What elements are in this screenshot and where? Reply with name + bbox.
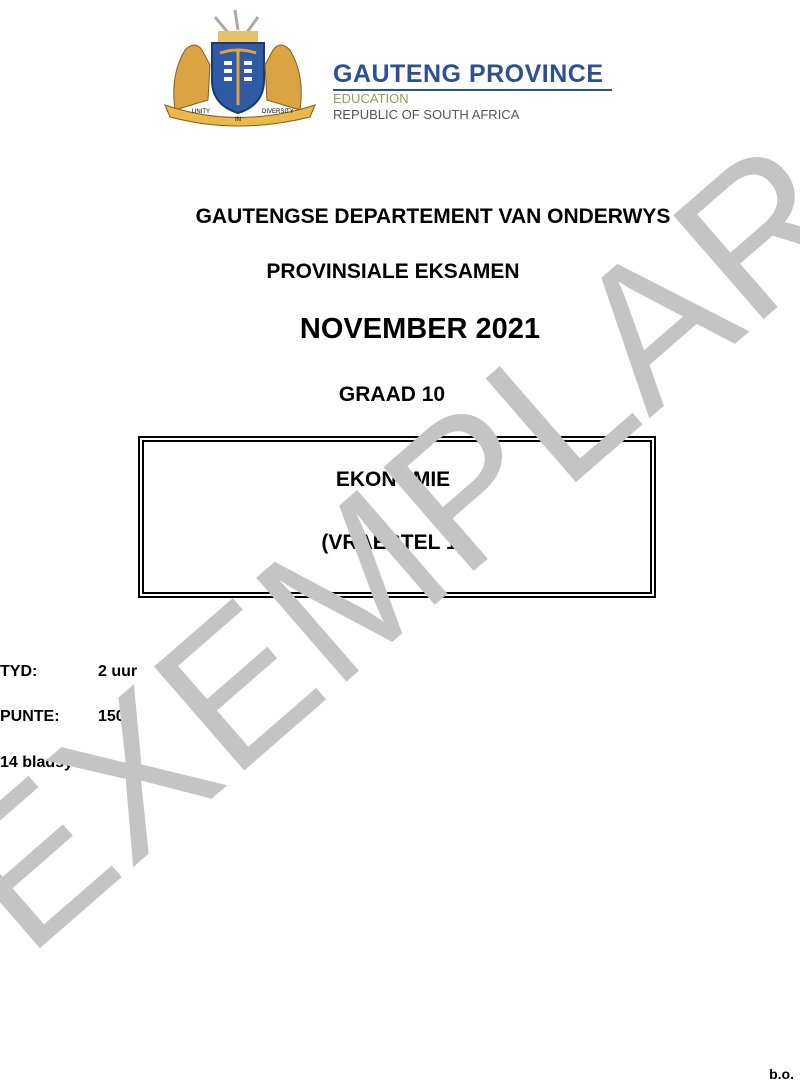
motto-in: IN — [235, 117, 241, 123]
subject-box — [138, 436, 656, 598]
page-count: 14 bladsye — [0, 754, 82, 771]
time-label: TYD: — [0, 663, 38, 680]
time-value: 2 uur — [98, 663, 138, 680]
logo-country: REPUBLIC OF SOUTH AFRICA — [333, 107, 520, 122]
gauteng-logo: UNITY IN DIVERSITY GAUTENG PROVINCE EDUC… — [150, 5, 630, 130]
paper-number: (VRAESTEL 1) — [321, 531, 465, 554]
department-title: GAUTENGSE DEPARTEMENT VAN ONDERWYS — [195, 205, 671, 228]
exam-date: NOVEMBER 2021 — [299, 313, 541, 345]
logo-title: GAUTENG PROVINCE — [333, 60, 604, 88]
marks-value: 150 — [98, 708, 125, 725]
coat-of-arms-icon: UNITY IN DIVERSITY — [164, 9, 316, 127]
exemplar-watermark: EXEMPLAR — [0, 97, 800, 992]
subject: EKONOMIE — [335, 468, 451, 491]
motto-diversity: DIVERSITY — [262, 109, 294, 115]
exam-title: PROVINSIALE EKSAMEN — [266, 260, 520, 283]
marks-label: PUNTE: — [0, 708, 60, 725]
footer-continue: b.o. — [769, 1066, 794, 1082]
logo-education: EDUCATION — [333, 91, 409, 106]
motto-unity: UNITY — [192, 109, 210, 115]
grade: GRAAD 10 — [338, 383, 446, 406]
logo-underline — [333, 89, 612, 91]
